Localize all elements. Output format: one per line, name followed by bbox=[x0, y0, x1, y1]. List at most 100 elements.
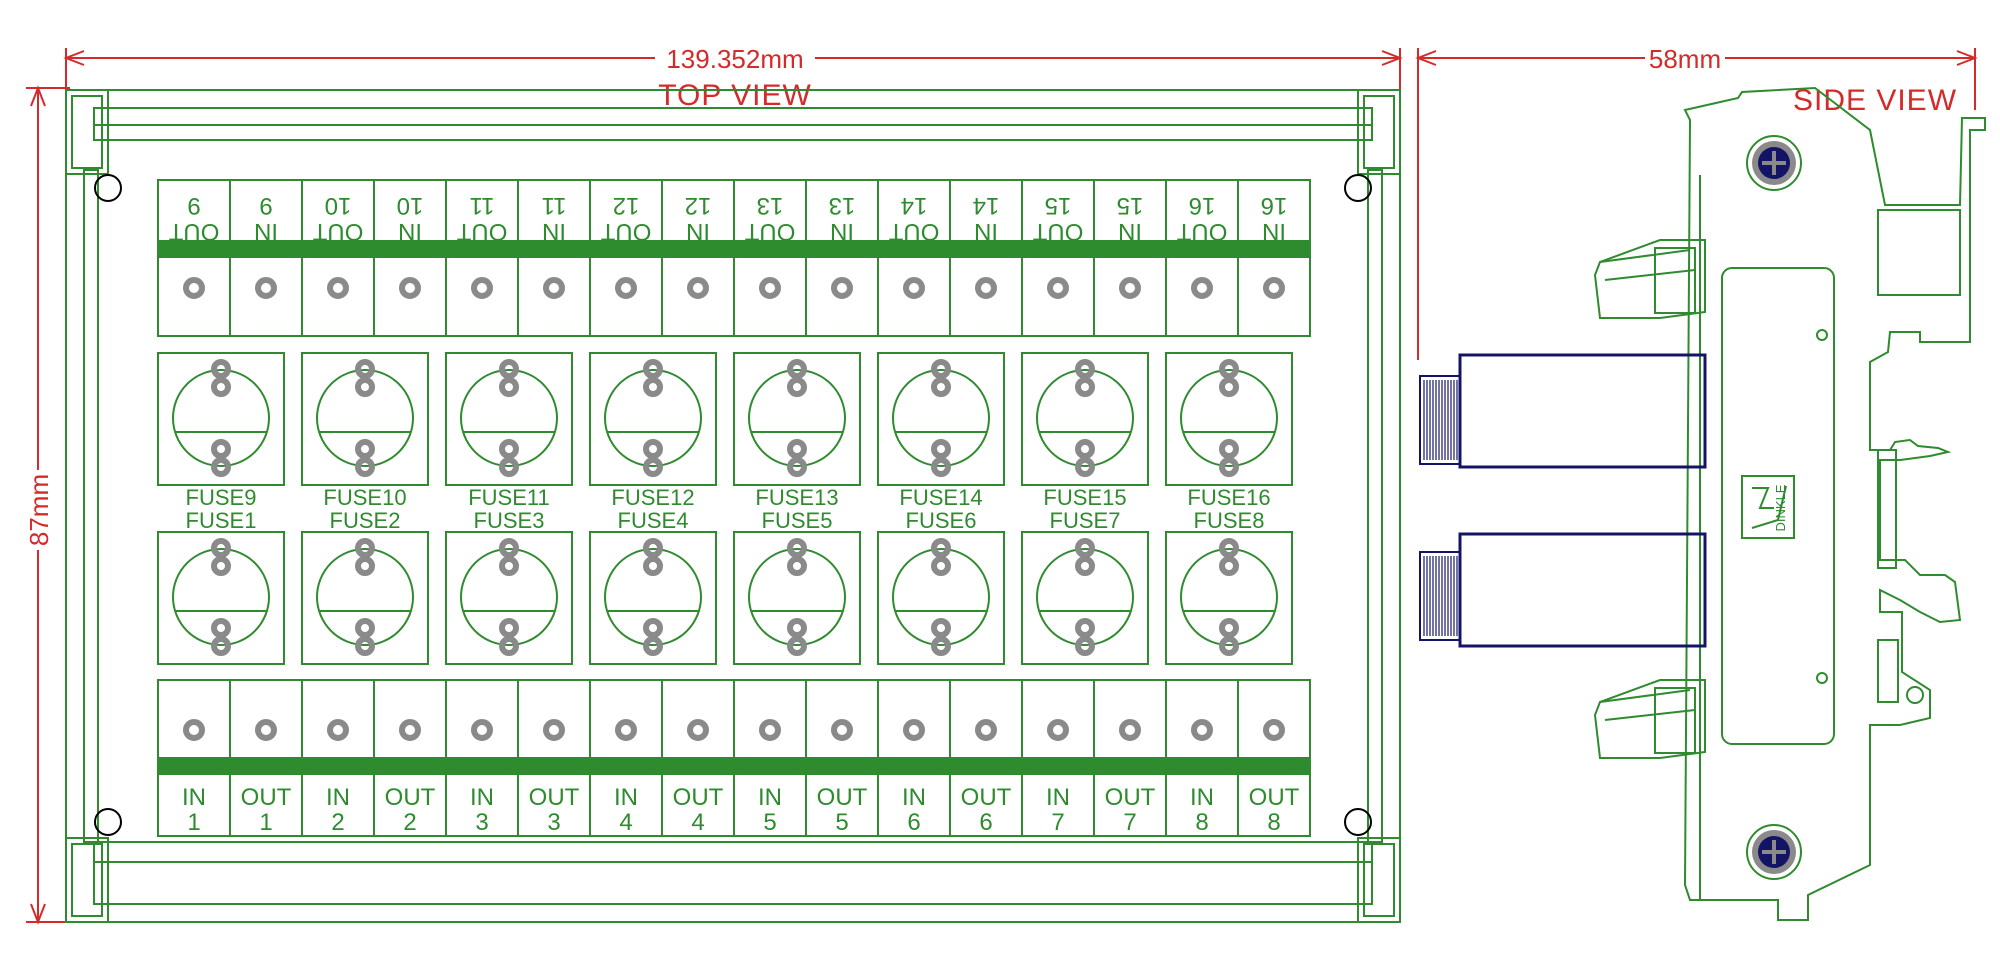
terminal-num-label: 7 bbox=[1051, 809, 1064, 836]
fuse-label-upper: FUSE10 bbox=[323, 485, 406, 510]
terminal-num-label: 10 bbox=[325, 192, 352, 219]
terminal-dir-label: OUT bbox=[961, 784, 1012, 811]
side-view: DINKLE bbox=[1419, 86, 1986, 921]
mount-hole-icon bbox=[94, 808, 122, 836]
terminal-num-label: 14 bbox=[973, 192, 1000, 219]
fuse-holder bbox=[733, 531, 861, 665]
fuse-label-upper: FUSE9 bbox=[186, 485, 257, 510]
fuse-label-lower: FUSE6 bbox=[906, 508, 977, 533]
fuse-holder bbox=[733, 352, 861, 486]
terminal-dir-label: IN bbox=[1046, 784, 1070, 811]
fuse-label-upper: FUSE15 bbox=[1043, 485, 1126, 510]
terminal-num-label: 9 bbox=[187, 192, 200, 219]
terminal-dir-label: IN bbox=[1262, 218, 1286, 245]
terminal-screw-icon bbox=[1047, 719, 1069, 741]
terminal-screw-icon bbox=[543, 719, 565, 741]
terminal-cell: IN9 bbox=[229, 180, 278, 336]
terminal-cell: IN3 bbox=[445, 680, 494, 836]
terminal-screw-icon bbox=[1119, 277, 1141, 299]
terminal-dir-label: OUT bbox=[600, 218, 651, 245]
terminal-num-label: 12 bbox=[685, 192, 712, 219]
terminal-dir-label: IN bbox=[758, 784, 782, 811]
terminal-num-label: 8 bbox=[1267, 809, 1280, 836]
fuse-holder bbox=[445, 531, 573, 665]
terminal-num-label: 3 bbox=[547, 809, 560, 836]
terminal-dir-label: OUT bbox=[168, 218, 219, 245]
terminal-screw-icon bbox=[327, 719, 349, 741]
mount-hole-icon bbox=[1344, 808, 1372, 836]
fuse-holder bbox=[1021, 531, 1149, 665]
terminal-dir-label: OUT bbox=[385, 784, 436, 811]
fuse-holder bbox=[877, 531, 1005, 665]
terminal-dir-label: IN bbox=[1190, 784, 1214, 811]
terminal-dir-label: IN bbox=[974, 218, 998, 245]
board-frame bbox=[65, 89, 1401, 923]
screw-icon bbox=[1746, 824, 1802, 880]
screw-icon bbox=[1746, 135, 1802, 191]
width-dimension-label: 139.352mm bbox=[666, 44, 803, 74]
terminal-num-label: 8 bbox=[1195, 809, 1208, 836]
fuse-label-upper: FUSE14 bbox=[899, 485, 982, 510]
fuse-holder-grid: FUSE9FUSE1FUSE10FUSE2FUSE11FUSE3FUSE12FU… bbox=[157, 352, 1293, 665]
terminal-screw-icon bbox=[327, 277, 349, 299]
terminal-dir-label: IN bbox=[902, 784, 926, 811]
fuse-label-lower: FUSE7 bbox=[1050, 508, 1121, 533]
terminal-dir-label: OUT bbox=[744, 218, 795, 245]
terminal-screw-icon bbox=[471, 277, 493, 299]
terminal-num-label: 7 bbox=[1123, 809, 1136, 836]
dinkle-logo-icon: DINKLE bbox=[1741, 475, 1795, 539]
terminal-cell: IN1 bbox=[182, 719, 206, 836]
terminal-dir-label: IN bbox=[542, 218, 566, 245]
fuse-holder bbox=[445, 352, 573, 486]
terminal-cell: IN2 bbox=[301, 680, 350, 836]
terminal-dir-label: OUT bbox=[673, 784, 724, 811]
terminal-num-label: 3 bbox=[475, 809, 488, 836]
terminal-screw-icon bbox=[831, 277, 853, 299]
fuse-side-lower bbox=[1419, 532, 1707, 648]
fuse-holder bbox=[157, 531, 285, 665]
terminal-cell: IN8 bbox=[1165, 680, 1214, 836]
terminal-screw-icon bbox=[975, 277, 997, 299]
terminal-num-label: 2 bbox=[331, 809, 344, 836]
fuse-holder bbox=[1021, 352, 1149, 486]
fuse-holder bbox=[877, 352, 1005, 486]
brand-mark: DINKLE bbox=[1773, 484, 1788, 531]
side-width-dimension-label: 58mm bbox=[1649, 44, 1721, 74]
terminal-screw-icon bbox=[759, 719, 781, 741]
fuse-label-upper: FUSE12 bbox=[611, 485, 694, 510]
terminal-screw-icon bbox=[1119, 719, 1141, 741]
fuse-label-lower: FUSE5 bbox=[762, 508, 833, 533]
terminal-dir-label: OUT bbox=[1176, 218, 1227, 245]
bottom-terminal-block: IN1OUT1IN2OUT2IN3OUT3IN4OUT4IN5OUT5IN6OU… bbox=[157, 679, 1311, 837]
fuse-holder bbox=[1165, 352, 1293, 486]
fuse-label-lower: FUSE2 bbox=[330, 508, 401, 533]
terminal-num-label: 1 bbox=[187, 809, 200, 836]
terminal-screw-icon bbox=[975, 719, 997, 741]
side-view-label: SIDE VIEW bbox=[1793, 84, 1957, 117]
terminal-num-label: 14 bbox=[901, 192, 928, 219]
fuse-label-lower: FUSE4 bbox=[618, 508, 689, 533]
terminal-num-label: 16 bbox=[1189, 192, 1216, 219]
terminal-dir-label: OUT bbox=[1032, 218, 1083, 245]
fuse-holder bbox=[1165, 531, 1293, 665]
terminal-cell: IN5 bbox=[733, 680, 782, 836]
terminal-screw-icon bbox=[615, 277, 637, 299]
terminal-screw-icon bbox=[183, 719, 205, 741]
terminal-screw-icon bbox=[399, 277, 421, 299]
terminal-cell: IN7 bbox=[1021, 680, 1070, 836]
terminal-dir-label: IN bbox=[686, 218, 710, 245]
